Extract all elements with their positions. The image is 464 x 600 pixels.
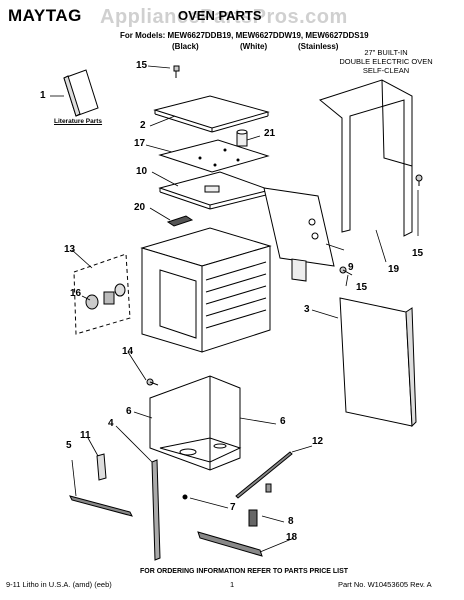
side-panel [339, 297, 417, 428]
oven-desc-line-3: SELF-CLEAN [362, 66, 410, 75]
small-clip [182, 494, 188, 500]
callout-15-right: 15 [412, 248, 424, 259]
vent-strip [96, 453, 107, 481]
literature-book [63, 69, 99, 117]
callout-15-mid: 15 [356, 282, 368, 293]
heat-shield-plate [158, 171, 272, 210]
terminal-block [166, 215, 194, 227]
callout-18: 18 [286, 532, 298, 543]
screw-top [173, 65, 180, 78]
callout-6-left: 6 [126, 406, 132, 417]
fan-motor [236, 129, 248, 147]
diagonal-rail [235, 451, 293, 499]
models-line: For Models: MEW6627DDB19, MEW6627DDW19, … [120, 31, 369, 40]
callout-17: 17 [134, 138, 146, 149]
callout-9: 9 [348, 262, 354, 273]
callout-6-right: 6 [280, 416, 286, 427]
oven-desc-line-1: 27" BUILT-IN [364, 48, 408, 57]
finish-stainless: (Stainless) [298, 42, 339, 51]
top-panel [153, 95, 270, 133]
footer-litho: 9-11 Litho in U.S.A. (amd) (eeb) [6, 580, 112, 589]
callout-7: 7 [230, 502, 236, 513]
callout-20: 20 [134, 202, 146, 213]
fan-assembly [73, 253, 131, 335]
screw-14 [146, 378, 159, 386]
page-title: OVEN PARTS [178, 8, 262, 23]
callout-10: 10 [136, 166, 148, 177]
callout-13: 13 [64, 244, 76, 255]
footer-page-number: 1 [230, 580, 235, 589]
watermark: AppliancePartsPros.com [100, 6, 348, 28]
callout-2: 2 [140, 120, 146, 131]
callout-8: 8 [288, 516, 294, 527]
callout-3: 3 [304, 304, 310, 315]
brand-logo: MAYTAG [8, 6, 82, 25]
insulation-plate [158, 139, 270, 173]
leader-lines [50, 65, 419, 553]
rear-panel [263, 187, 335, 282]
latch-bracket [248, 483, 272, 527]
screw-mid [339, 266, 353, 276]
callout-19: 19 [388, 264, 400, 275]
callout-14: 14 [122, 346, 134, 357]
ordering-note: FOR ORDERING INFORMATION REFER TO PARTS … [140, 568, 349, 575]
callout-15-top: 15 [136, 60, 148, 71]
lower-cavity [149, 375, 242, 471]
bottom-rail [69, 495, 133, 517]
footer-part-number: Part No. W10453605 Rev. A [338, 580, 432, 589]
finish-black: (Black) [172, 42, 199, 51]
callout-5: 5 [66, 440, 72, 451]
finish-white: (White) [240, 42, 268, 51]
screw-right [415, 174, 423, 186]
oven-desc-line-2: DOUBLE ELECTRIC OVEN [339, 57, 433, 66]
callout-11: 11 [80, 430, 91, 441]
callout-12: 12 [312, 436, 324, 447]
callout-16: 16 [70, 288, 82, 299]
oven-description: 27" BUILT-IN DOUBLE ELECTRIC OVEN SELF-C… [336, 48, 436, 75]
oven-cavity [140, 227, 272, 353]
literature-parts-label: Literature Parts [54, 118, 103, 125]
vertical-trim [151, 459, 161, 561]
bottom-slide [197, 531, 263, 557]
outer-wrap [318, 79, 413, 237]
callout-1: 1 [40, 90, 46, 101]
callout-4: 4 [108, 418, 114, 429]
callout-21: 21 [264, 128, 276, 139]
